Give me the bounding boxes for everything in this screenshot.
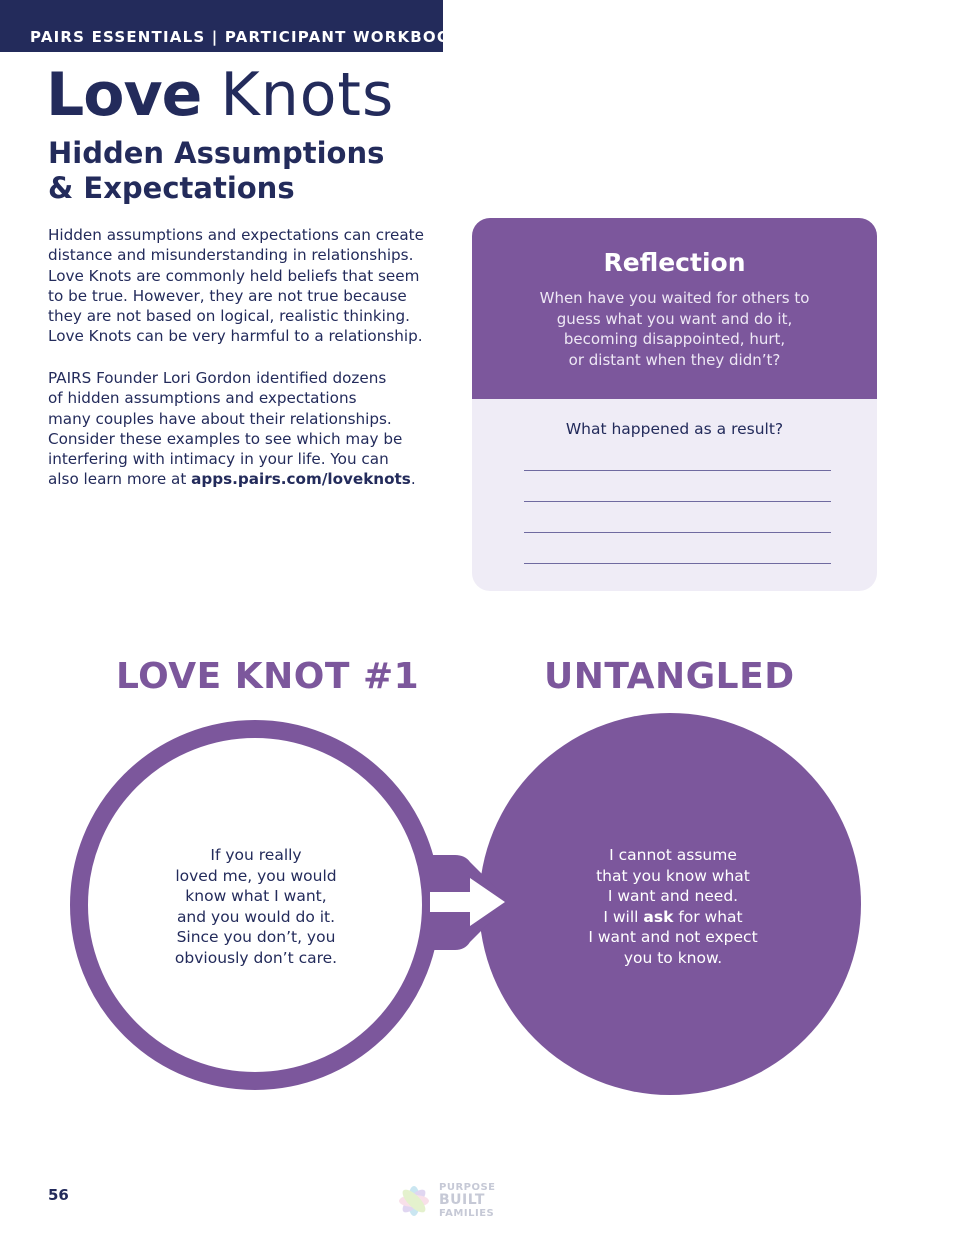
love-knot-diagram <box>70 713 861 1095</box>
reflection-header: Reflection When have you waited for othe… <box>472 218 877 399</box>
reflection-card: Reflection When have you waited for othe… <box>472 218 877 591</box>
result-prompt: What happened as a result? <box>565 420 784 438</box>
page-title: Love Knots <box>46 58 394 132</box>
arrow-icon <box>430 878 505 926</box>
untangled-text-after: for what I want and not expect you to kn… <box>588 907 758 967</box>
subtitle-line-1: Hidden Assumptions <box>48 136 385 170</box>
loveknots-link[interactable]: apps.pairs.com/loveknots <box>191 470 411 489</box>
purpose-built-families-logo: PURPOSE BUILT FAMILIES <box>392 1180 502 1222</box>
intro-paragraph-2-text: PAIRS Founder Lori Gordon identified doz… <box>48 369 403 489</box>
page-subtitle: Hidden Assumptions & Expectations <box>48 136 384 206</box>
untangled-text-before: I cannot assume that you know what I wan… <box>596 846 750 926</box>
untangled-text-bold: ask <box>643 907 674 926</box>
answer-line-1[interactable] <box>524 470 831 471</box>
untangled-heading: UNTANGLED <box>544 656 795 697</box>
logo-line-2: BUILT <box>439 1192 485 1208</box>
reflection-question: When have you waited for others to guess… <box>539 289 810 369</box>
flower-logo-icon <box>399 1186 429 1216</box>
answer-line-4[interactable] <box>524 563 831 564</box>
logo-line-1: PURPOSE <box>439 1182 496 1193</box>
love-knot-text: If you really loved me, you would know w… <box>174 846 338 967</box>
subtitle-line-2: & Expectations <box>48 171 295 205</box>
answer-line-2[interactable] <box>524 501 831 502</box>
page-number: 56 <box>48 1186 69 1204</box>
logo-line-3: FAMILIES <box>439 1208 495 1219</box>
answer-line-3[interactable] <box>524 532 831 533</box>
intro-paragraph-2-end: . <box>410 470 416 489</box>
page-title-light: Knots <box>220 60 395 130</box>
reflection-title: Reflection <box>603 248 746 277</box>
intro-paragraph-2: PAIRS Founder Lori Gordon identified doz… <box>48 368 448 490</box>
workbook-header: PAIRS ESSENTIALS | PARTICIPANT WORKBOOK <box>0 0 462 52</box>
page-title-bold: Love <box>46 60 202 130</box>
untangled-circle <box>479 713 861 1095</box>
love-knot-heading: LOVE KNOT #1 <box>116 656 420 697</box>
intro-paragraph-1: Hidden assumptions and expectations can … <box>48 226 424 346</box>
untangled-text: I cannot assume that you know what I wan… <box>558 845 788 968</box>
logo-wordmark: PURPOSE BUILT FAMILIES <box>439 1182 496 1220</box>
